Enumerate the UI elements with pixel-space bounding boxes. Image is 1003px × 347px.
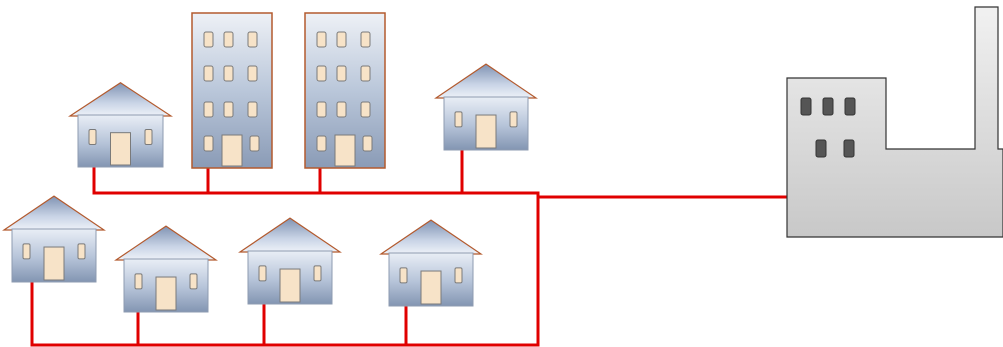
house-window [399,267,408,284]
apartment-window [360,101,371,118]
apartment-window [223,101,234,118]
apartment-window [223,31,234,48]
house [67,82,174,168]
house-window [189,273,198,290]
apartment-window [316,65,327,82]
house-window [454,267,463,284]
house-window [258,265,267,282]
house-door [43,246,65,281]
house-window [77,243,86,260]
apartment-window [316,31,327,48]
house [379,219,483,307]
apartment-window [247,101,258,118]
house [238,217,342,305]
apartment-window [336,31,347,48]
house-window [134,273,143,290]
house [114,225,218,313]
apartment-window [203,65,214,82]
apartment-window [203,135,214,152]
buildings [2,12,538,313]
apartment-window [247,65,258,82]
apartment-door [334,134,356,167]
apartment-window [203,101,214,118]
house [2,195,106,283]
house-roof [238,217,342,253]
apartment-window [249,135,260,152]
house-roof [434,63,538,99]
factory [786,6,1003,238]
house-door [475,114,497,149]
factory-window [815,139,827,158]
factory-window [800,97,812,116]
house-window [22,243,31,260]
apartment-door [221,134,243,167]
apartment-window [203,31,214,48]
apartment-window [223,65,234,82]
apartment-window [360,65,371,82]
apartment-window [336,65,347,82]
house-roof [114,225,218,261]
house-roof [67,82,174,117]
house-door [279,268,301,303]
house-window [313,265,322,282]
heat-network-pipes [30,148,789,347]
apartment-window [247,31,258,48]
factory-building [786,6,1003,238]
apartment-window [362,135,373,152]
house-window [509,111,518,128]
factory-window [843,139,855,158]
apartment-window [316,135,327,152]
factory-window [844,97,856,116]
house-door [420,270,442,305]
apartment-building [304,12,386,169]
house-window [144,129,153,146]
house-roof [2,195,106,231]
apartment-building [191,12,273,169]
apartment-window [336,101,347,118]
apartment-window [316,101,327,118]
factory-window [822,97,834,116]
apartment-window [360,31,371,48]
house-door [155,276,177,311]
house-window [454,111,463,128]
house [434,63,538,151]
house-roof [379,219,483,255]
house-door [110,132,131,166]
house-window [88,129,97,146]
